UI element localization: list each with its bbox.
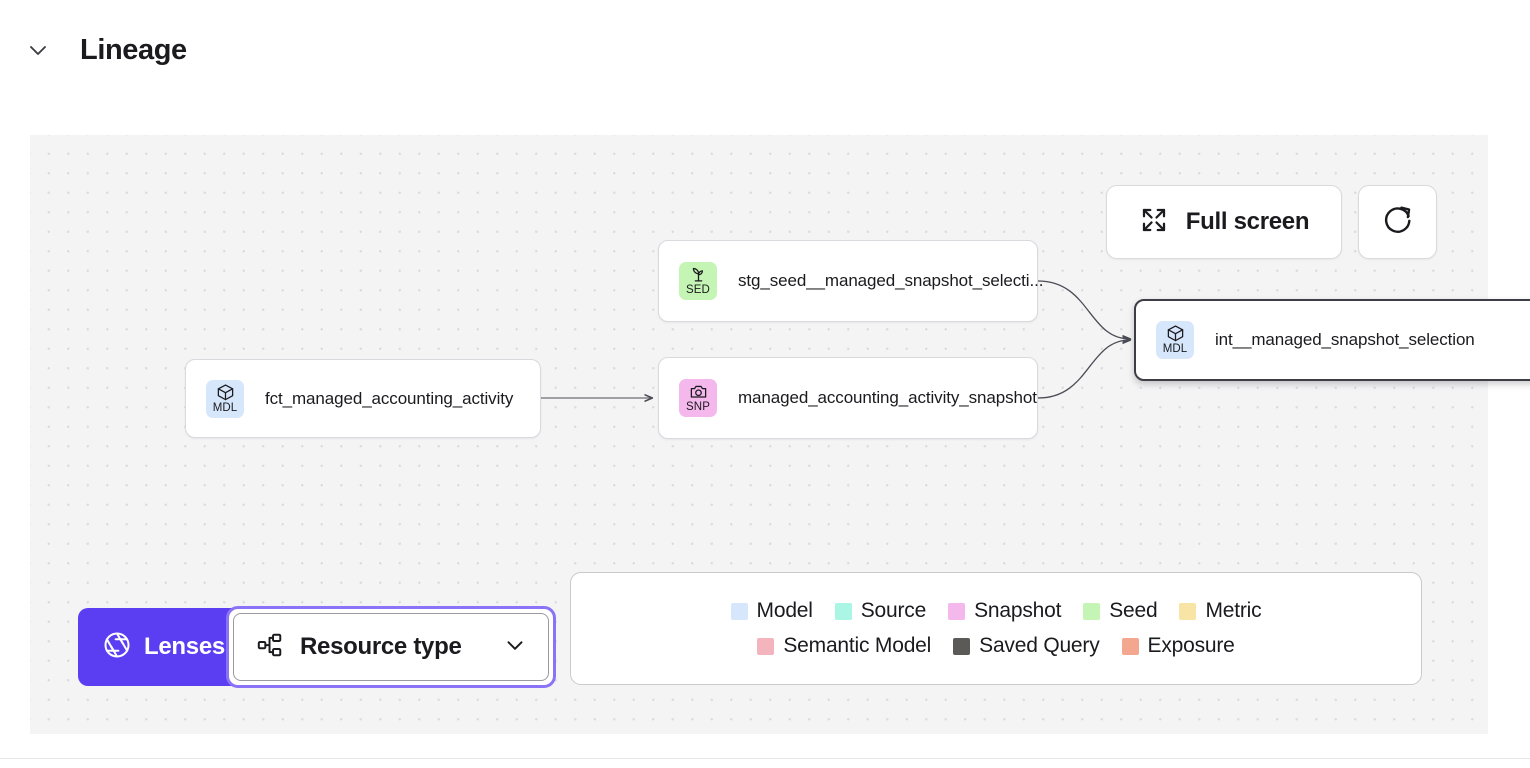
lineage-node-stg-seed-managed-snapshot-selection[interactable]: SED stg_seed__managed_snapshot_selecti..… — [658, 240, 1043, 322]
legend-label: Snapshot — [974, 599, 1062, 622]
chevron-down-icon — [502, 632, 528, 663]
legend-label: Seed — [1109, 599, 1158, 622]
legend-item-metric: Metric — [1179, 599, 1262, 623]
legend-swatch — [948, 602, 966, 620]
resource-type-focus-ring: Resource type — [226, 606, 556, 688]
chevron-down-icon[interactable] — [18, 30, 58, 70]
badge-abbr: MDL — [1162, 343, 1188, 356]
legend-item-seed: Seed — [1083, 599, 1158, 623]
legend-item-saved-query: Saved Query — [953, 634, 1100, 658]
legend-label: Exposure — [1147, 634, 1235, 657]
node-label: int__managed_snapshot_selection — [1215, 330, 1475, 349]
bottom-divider — [0, 758, 1530, 759]
node-label: fct_managed_accounting_activity — [265, 388, 514, 408]
legend-label: Saved Query — [979, 634, 1100, 657]
legend-swatch — [1083, 602, 1101, 620]
camera-icon: SNP — [679, 379, 717, 417]
page-title: Lineage — [80, 33, 187, 66]
legend-label: Source — [860, 599, 927, 622]
edge-snapshot-to-int — [1037, 340, 1130, 399]
legend-item-semantic-model: Semantic Model — [757, 634, 931, 658]
badge-abbr: SNP — [686, 401, 710, 414]
lenses-button[interactable]: Lenses — [78, 608, 251, 686]
aperture-icon — [102, 630, 132, 665]
full-screen-label: Full screen — [1185, 208, 1310, 235]
lineage-section-header: Lineage — [0, 0, 1530, 100]
resource-type-label: Resource type — [300, 633, 462, 660]
lineage-node-managed-accounting-activity-snapshot[interactable]: SNP managed_accounting_activity_snapshot — [658, 357, 1038, 439]
cube-icon: MDL — [206, 379, 244, 418]
sprout-icon: SED — [679, 262, 717, 300]
node-label: managed_accounting_activity_snapshot — [738, 388, 1037, 407]
lineage-node-fct-managed-accounting-activity[interactable]: MDL fct_managed_accounting_activity — [185, 359, 541, 438]
legend-label: Metric — [1205, 599, 1262, 622]
legend-item-source: Source — [834, 599, 927, 623]
legend-label: Model — [756, 599, 813, 622]
legend-swatch — [1121, 637, 1139, 655]
refresh-button[interactable] — [1358, 185, 1437, 259]
refresh-icon — [1381, 203, 1415, 242]
badge-abbr: MDL — [212, 401, 238, 414]
badge-abbr: SED — [686, 284, 710, 297]
legend-swatch — [1179, 602, 1197, 620]
legend-item-exposure: Exposure — [1121, 634, 1235, 658]
hierarchy-icon — [256, 631, 284, 664]
legend-row-2: Semantic Model Saved Query Exposure — [757, 634, 1235, 658]
legend-item-model: Model — [730, 599, 813, 623]
legend-item-snapshot: Snapshot — [948, 599, 1061, 623]
cube-icon: MDL — [1156, 321, 1194, 359]
legend-row-1: Model Source Snapshot Seed Metric — [730, 599, 1262, 623]
edge-seed-to-int — [1037, 280, 1130, 339]
node-label: stg_seed__managed_snapshot_selecti... — [738, 271, 1044, 290]
legend-swatch — [834, 602, 852, 620]
legend-swatch — [757, 637, 775, 655]
expand-icon — [1139, 205, 1169, 240]
resource-type-dropdown[interactable]: Resource type — [233, 613, 549, 681]
legend-swatch — [730, 602, 748, 620]
legend-swatch — [953, 637, 971, 655]
lineage-node-int-managed-snapshot-selection[interactable]: MDL int__managed_snapshot_selection — [1134, 299, 1530, 381]
lenses-label: Lenses — [144, 633, 225, 660]
legend-label: Semantic Model — [783, 634, 932, 657]
full-screen-button[interactable]: Full screen — [1106, 185, 1342, 259]
lineage-legend: Model Source Snapshot Seed Metric Semant… — [570, 572, 1422, 685]
